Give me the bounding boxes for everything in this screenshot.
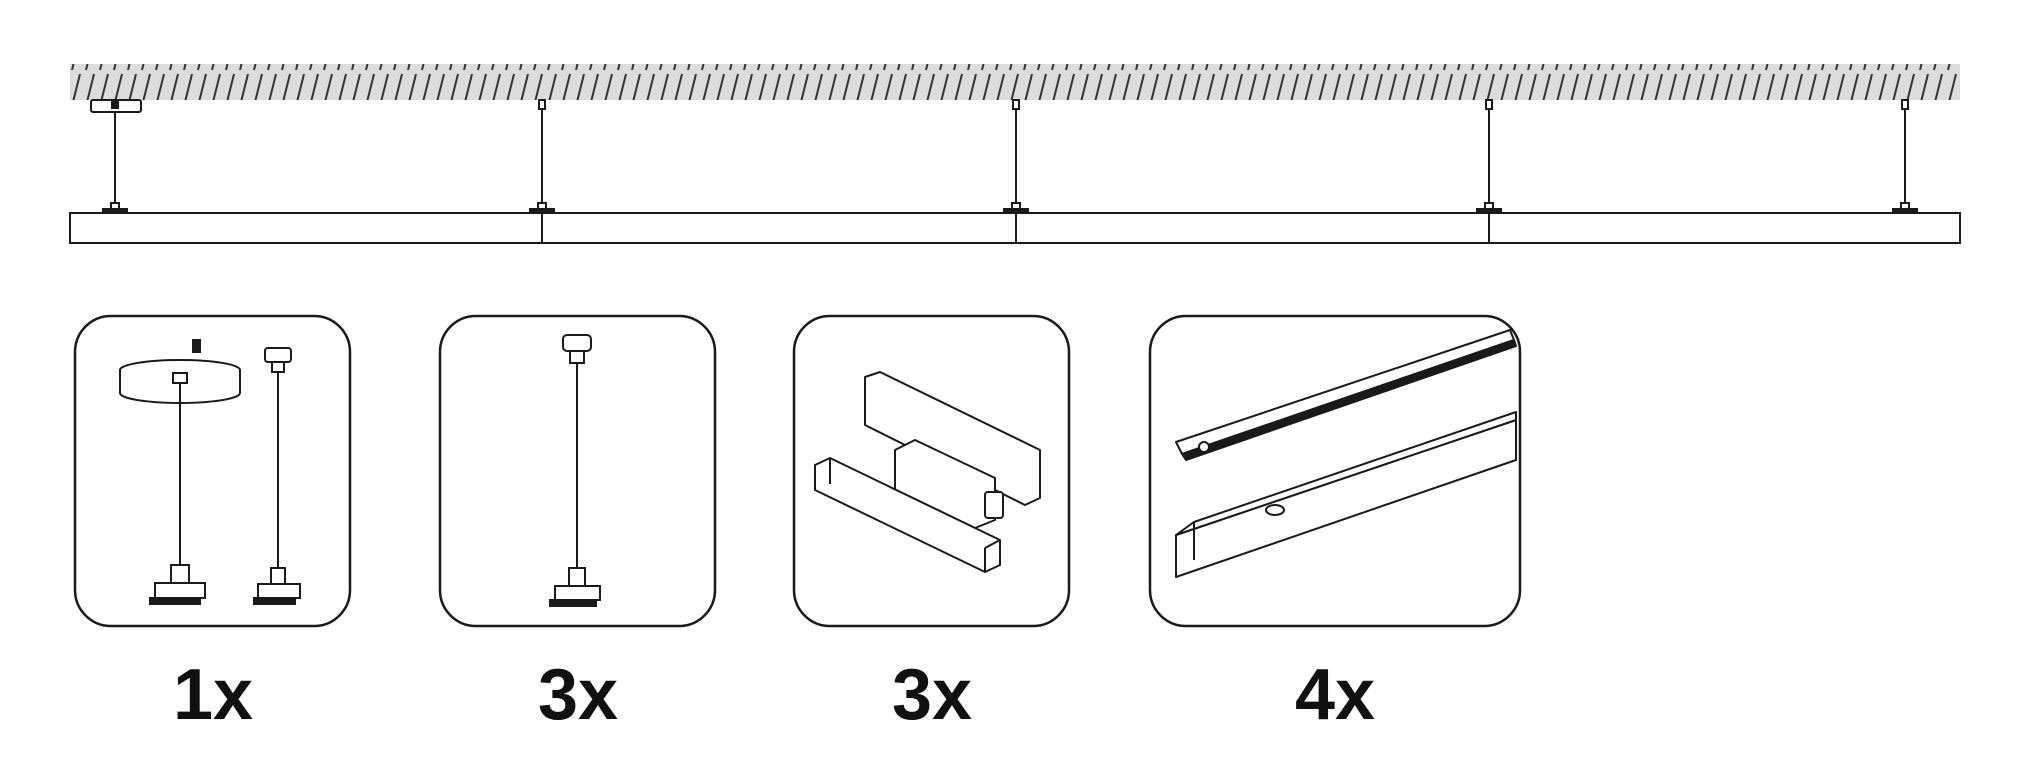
linear-light-bar [69, 212, 1961, 244]
suspension-wire [1003, 99, 1029, 214]
suspension-wire [1892, 99, 1918, 214]
quantity-label-pendant-kit: 1x [172, 655, 254, 735]
suspension-wires [102, 99, 1918, 214]
panel-wire-suspension [438, 314, 717, 628]
panel-pendant-kit [73, 314, 352, 628]
pendant-suspension-kit-icon [119, 339, 301, 605]
suspension-wire [1476, 99, 1502, 214]
quantity-label-wire-suspension: 3x [537, 655, 619, 735]
quantity-label-connector-housing: 3x [891, 655, 973, 735]
suspension-wire [102, 112, 128, 214]
connector-housing-icon [814, 371, 1041, 573]
suspension-wire [529, 99, 555, 214]
panel-linear-profile [1148, 314, 1522, 628]
panel-connector-housing [792, 314, 1071, 628]
wire-suspension-icon [549, 334, 601, 607]
quantity-label-linear-profile: 4x [1294, 655, 1376, 735]
ceiling [70, 64, 1960, 100]
ceiling-canopy [90, 99, 142, 113]
linear-light-profile-icon [1175, 329, 1517, 578]
